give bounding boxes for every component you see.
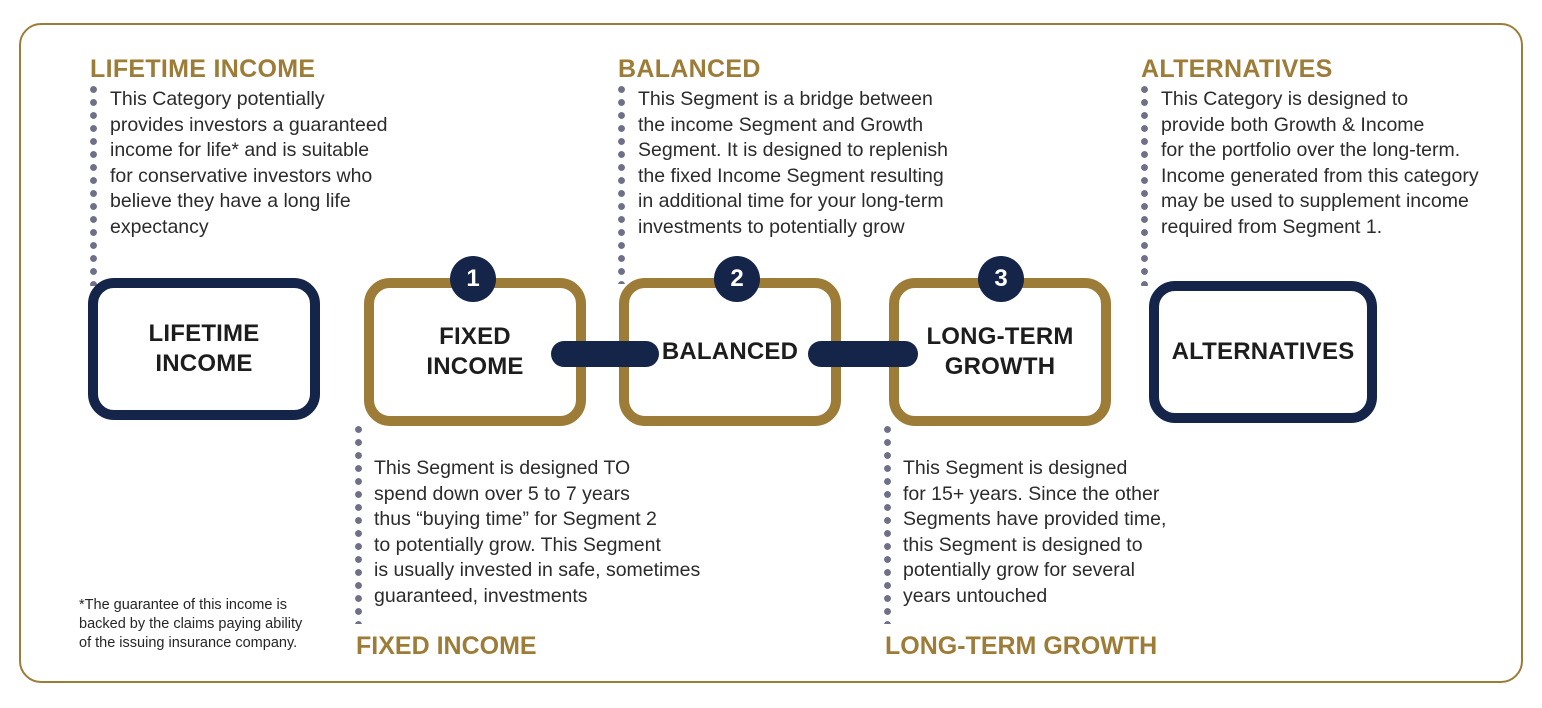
body-alternatives: This Category is designed to provide bot… [1161, 87, 1479, 241]
footnote-line: of the issuing insurance company. [79, 635, 298, 651]
badge-number-3: 3 [978, 256, 1024, 302]
body-line: provides investors a guaranteed [110, 113, 388, 136]
footnote-line: *The guarantee of this income is [79, 597, 287, 613]
dotted-guide-fixed-income [355, 426, 362, 624]
footnote-line: backed by the claims paying ability [79, 616, 303, 632]
body-fixed-income: This Segment is designed TO spend down o… [374, 456, 700, 610]
body-line: This Segment is designed [903, 457, 1128, 479]
body-line: in additional time for your long-term [638, 190, 944, 213]
body-line: for 15+ years. Since the other [903, 482, 1160, 505]
body-balanced: This Segment is a bridge between the inc… [638, 87, 948, 241]
caption-long-term-growth: LONG-TERM GROWTH [885, 632, 1158, 660]
caption-fixed-income: FIXED INCOME [356, 632, 537, 660]
body-line: This Category potentially [110, 88, 325, 110]
connector-balanced-to-growth [808, 341, 918, 367]
body-line: this Segment is designed to [903, 533, 1143, 556]
body-line: for the portfolio over the long-term. [1161, 139, 1461, 162]
box-label: BALANCED [661, 338, 799, 365]
box-label: ALTERNATIVES [1171, 338, 1355, 365]
body-line: This Segment is designed TO [374, 457, 631, 479]
badge-number-1: 1 [450, 256, 496, 302]
body-lifetime-income: This Category potentially provides inves… [110, 87, 388, 241]
footnote-guarantee: *The guarantee of this income is backed … [79, 596, 302, 653]
dotted-guide-balanced [618, 86, 625, 284]
heading-balanced: BALANCED [618, 55, 761, 83]
body-line: is usually invested in safe, sometimes [374, 559, 701, 582]
body-line: income for life* and is suitable [110, 139, 370, 162]
body-line: Segments have provided time, [903, 508, 1167, 531]
body-line: may be used to supplement income [1161, 190, 1469, 213]
body-line: Income generated from this category [1161, 164, 1479, 187]
body-line: required from Segment 1. [1161, 215, 1383, 238]
box-label: FIXED INCOME [426, 323, 524, 380]
body-long-term-growth: This Segment is designed for 15+ years. … [903, 456, 1166, 610]
body-line: spend down over 5 to 7 years [374, 482, 630, 505]
body-line: believe they have a long life [110, 190, 351, 213]
body-line: expectancy [110, 215, 209, 238]
dotted-guide-lifetime-income [90, 86, 97, 286]
body-line: the income Segment and Growth [638, 113, 924, 136]
body-line: This Segment is a bridge between [638, 88, 933, 110]
badge-number-2: 2 [714, 256, 760, 302]
body-line: for conservative investors who [110, 164, 373, 187]
box-alternatives[interactable]: ALTERNATIVES [1149, 281, 1377, 423]
heading-alternatives: ALTERNATIVES [1141, 55, 1333, 83]
dotted-guide-alternatives [1141, 86, 1148, 286]
body-line: This Category is designed to [1161, 88, 1409, 110]
body-line: thus “buying time” for Segment 2 [374, 508, 657, 531]
connector-fixed-to-balanced [551, 341, 659, 367]
body-line: to potentially grow. This Segment [374, 533, 661, 556]
heading-lifetime-income: LIFETIME INCOME [90, 55, 316, 83]
dotted-guide-long-term-growth [884, 426, 891, 624]
body-line: Segment. It is designed to replenish [638, 139, 949, 162]
box-label: LIFETIME INCOME [148, 320, 260, 377]
body-line: provide both Growth & Income [1161, 113, 1425, 136]
box-lifetime-income[interactable]: LIFETIME INCOME [88, 278, 320, 420]
body-line: potentially grow for several [903, 559, 1135, 582]
body-line: the fixed Income Segment resulting [638, 164, 944, 187]
body-line: investments to potentially grow [638, 215, 905, 238]
box-label: LONG-TERM GROWTH [926, 323, 1074, 380]
body-line: guaranteed, investments [374, 584, 588, 607]
body-line: years untouched [903, 584, 1048, 607]
